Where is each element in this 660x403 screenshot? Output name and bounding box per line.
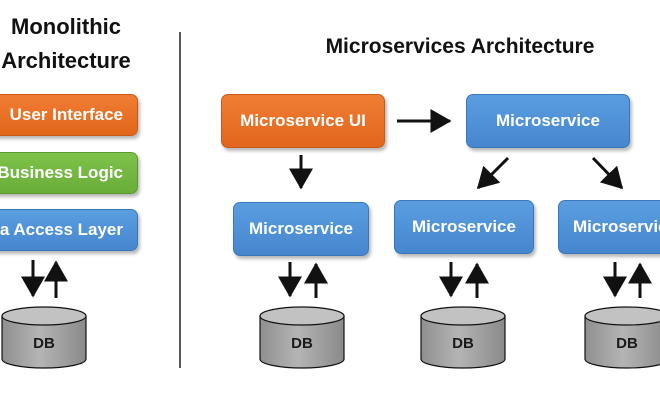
- gateway-to-service2-arrow: [476, 156, 510, 190]
- data-access-layer: Data Access Layer: [0, 209, 138, 251]
- microservice-ui-box: Microservice UI: [221, 94, 385, 148]
- business-logic-label: Business Logic: [0, 163, 123, 182]
- service1-box: Microservice: [233, 202, 369, 256]
- mono-db-label: DB: [33, 335, 55, 352]
- service1-label: Microservice: [249, 219, 353, 238]
- business-logic-layer: Business Logic: [0, 152, 138, 194]
- service1-db-label: DB: [291, 335, 313, 352]
- mono-db-cylinder: [1, 306, 87, 369]
- gateway-microservice-box: Microservice: [466, 94, 630, 148]
- monolithic-title-line2: Architecture: [1, 48, 131, 73]
- microservice-ui-label: Microservice UI: [240, 111, 366, 130]
- microservices-title: Microservices Architecture: [325, 35, 595, 58]
- service2-db-label: DB: [452, 335, 474, 352]
- gateway-microservice-label: Microservice: [496, 111, 600, 130]
- gateway-to-service3-arrow: [591, 156, 624, 190]
- data-access-label: Data Access Layer: [0, 220, 123, 239]
- user-interface-label: User Interface: [9, 105, 123, 124]
- service2-db-cylinder: [420, 306, 506, 369]
- service2-box: Microservice: [394, 200, 534, 254]
- service1-db-cylinder: [259, 306, 345, 369]
- service3-db-label: DB: [616, 335, 638, 352]
- service2-label: Microservice: [412, 217, 516, 236]
- service3-db-cylinder: [584, 306, 660, 369]
- monolithic-title-line1: Monolithic: [11, 14, 121, 39]
- service3-box: Microservice: [558, 200, 660, 254]
- user-interface-layer: User Interface: [0, 94, 138, 136]
- service3-label: Microservice: [573, 217, 660, 236]
